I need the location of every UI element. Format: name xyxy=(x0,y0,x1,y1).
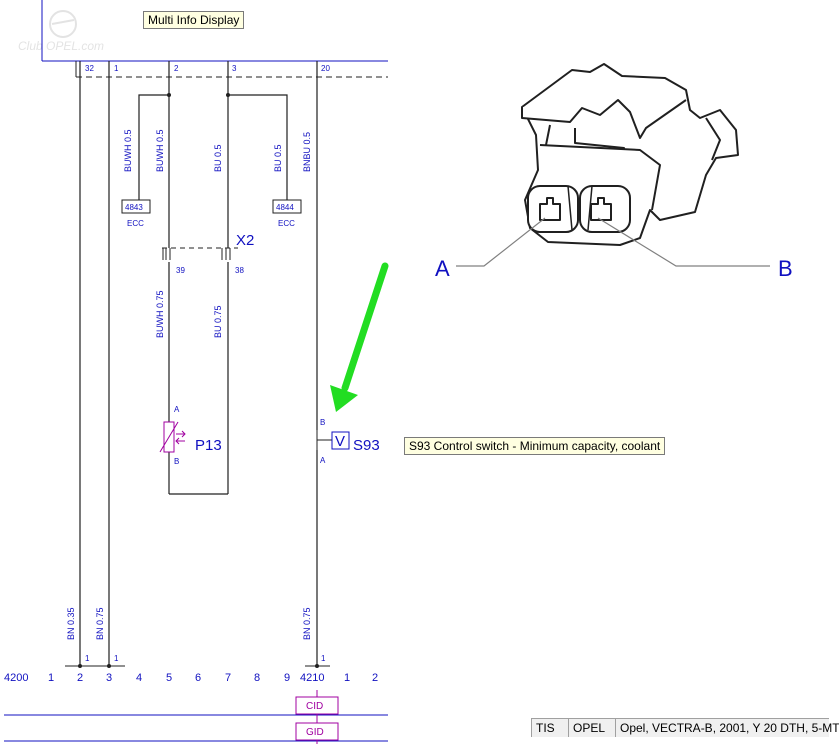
wire-label: BUWH 0.75 xyxy=(155,290,165,338)
svg-text:9: 9 xyxy=(284,672,290,684)
svg-text:2: 2 xyxy=(77,672,83,684)
svg-text:CID: CID xyxy=(306,701,323,712)
s93-pin: A xyxy=(320,456,326,465)
p13-sensor: A B P13 xyxy=(159,405,222,466)
ecc-connector-right: 4844 ECC xyxy=(272,199,302,228)
watermark-logo: Club OPEL.com xyxy=(18,10,104,53)
green-arrow-icon xyxy=(330,262,389,412)
module-pin: 2 xyxy=(174,64,179,73)
svg-text:4: 4 xyxy=(136,672,142,684)
s93-pin: B xyxy=(320,418,325,427)
svg-text:7: 7 xyxy=(225,672,231,684)
cid-box[interactable]: CID xyxy=(295,696,339,715)
x2-connector: X2 39 38 xyxy=(162,232,254,275)
svg-text:2: 2 xyxy=(372,672,378,684)
s93-switch: V B A S93 xyxy=(316,418,380,465)
x2-label: X2 xyxy=(236,232,254,249)
svg-text:1: 1 xyxy=(344,672,350,684)
gid-box[interactable]: GID xyxy=(295,722,339,741)
ecc-connector-left: 4843 ECC xyxy=(121,199,151,228)
svg-text:4843: 4843 xyxy=(125,203,143,212)
p13-pin: B xyxy=(174,457,179,466)
connector-pin-a-label: A xyxy=(435,256,450,281)
wire-label: BU 0.5 xyxy=(273,144,283,172)
junction-dot xyxy=(226,93,230,97)
s93-label: S93 xyxy=(353,437,380,454)
x2-pin: 38 xyxy=(235,266,244,275)
junction-dot xyxy=(167,93,171,97)
svg-text:4210: 4210 xyxy=(300,672,324,684)
module-box xyxy=(41,0,388,78)
module-pin: 3 xyxy=(232,64,237,73)
status-make: OPEL xyxy=(568,718,615,737)
svg-text:8: 8 xyxy=(254,672,260,684)
wire-label: BUWH 0.5 xyxy=(155,129,165,172)
ground-pin: 1 xyxy=(321,654,326,663)
connector-illustration xyxy=(521,63,739,246)
svg-text:ECC: ECC xyxy=(127,219,144,228)
status-tis: TIS xyxy=(531,718,568,737)
x2-pin: 39 xyxy=(176,266,185,275)
ground-pin: 1 xyxy=(114,654,119,663)
svg-text:6: 6 xyxy=(195,672,201,684)
svg-text:GID: GID xyxy=(306,727,324,738)
wire-label: BN 0.35 xyxy=(66,607,76,640)
wire-label: BU 0.75 xyxy=(213,305,223,338)
svg-text:4844: 4844 xyxy=(276,203,294,212)
ground-pin: 1 xyxy=(85,654,90,663)
wire-label: BU 0.5 xyxy=(213,144,223,172)
connector-leaders xyxy=(456,217,770,267)
status-vehicle: Opel, VECTRA-B, 2001, Y 20 DTH, 5-MT xyxy=(615,718,839,737)
module-pin: 1 xyxy=(114,64,119,73)
wire-label: BN 0.75 xyxy=(302,607,312,640)
watermark-text: Club OPEL.com xyxy=(18,39,104,53)
connector-pin-b-label: B xyxy=(778,256,793,281)
p13-label: P13 xyxy=(195,437,222,454)
wire-label: BN 0.75 xyxy=(95,607,105,640)
svg-text:5: 5 xyxy=(166,672,172,684)
s93-symbol: V xyxy=(335,433,345,450)
svg-text:4200: 4200 xyxy=(4,672,28,684)
module-pin: 20 xyxy=(321,64,330,73)
p13-pin: A xyxy=(174,405,180,414)
component-tooltip: S93 Control switch - Minimum capacity, c… xyxy=(404,437,666,455)
status-bar: TIS OPEL Opel, VECTRA-B, 2001, Y 20 DTH,… xyxy=(531,718,839,737)
wire-label: BUWH 0.5 xyxy=(123,129,133,172)
module-tooltip: Multi Info Display xyxy=(143,11,245,29)
svg-text:3: 3 xyxy=(106,672,112,684)
wire-lines xyxy=(79,61,318,666)
wire-label: BNBU 0.5 xyxy=(302,132,312,172)
svg-text:ECC: ECC xyxy=(278,219,295,228)
module-pin: 32 xyxy=(85,64,94,73)
svg-text:1: 1 xyxy=(48,672,54,684)
